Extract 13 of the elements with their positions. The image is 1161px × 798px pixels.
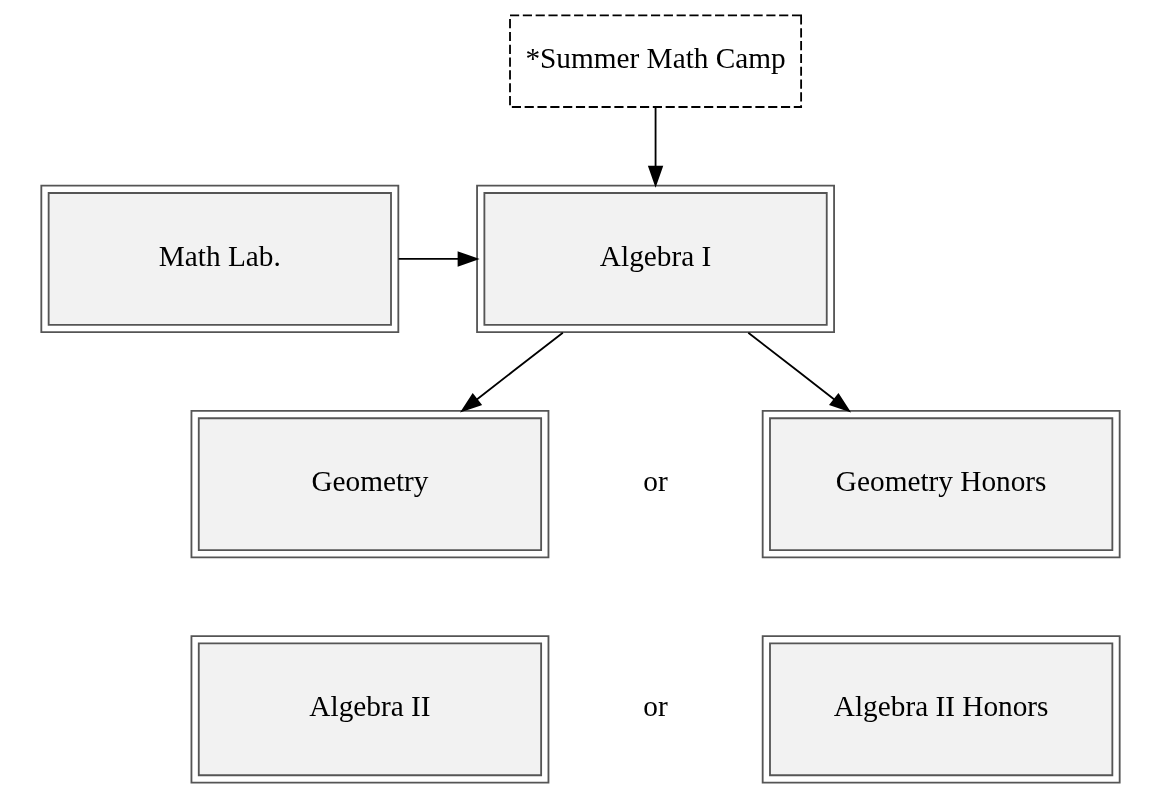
arrow: [397, 251, 480, 267]
node-box: Geometry: [190, 410, 550, 559]
arrow: [460, 331, 564, 413]
arrow: [747, 331, 852, 413]
node-box: Algebra II: [190, 635, 550, 784]
node-box: Algebra II Honors: [761, 635, 1121, 784]
label: or: [643, 465, 668, 498]
node-box: *Summer Math Camp: [509, 14, 803, 108]
node-box: Algebra I: [476, 184, 835, 334]
node-box: Geometry Honors: [761, 410, 1121, 559]
label: or: [643, 690, 668, 723]
arrow: [647, 106, 664, 188]
node-box: Math Lab.: [40, 184, 400, 334]
